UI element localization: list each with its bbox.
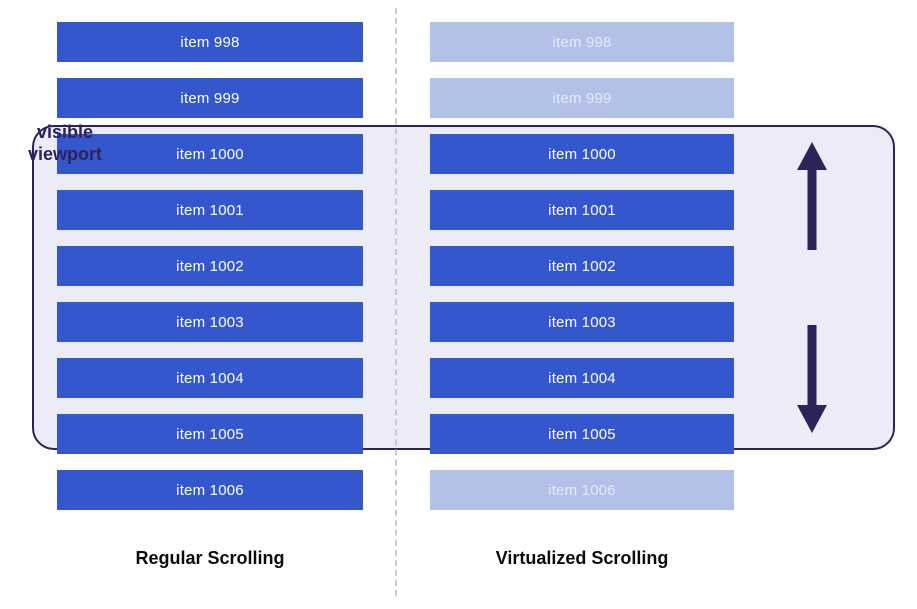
arrow-up-icon — [797, 142, 827, 250]
arrow-down-icon — [797, 325, 827, 433]
list-item[interactable]: item 1004 — [57, 358, 363, 398]
list-item[interactable]: item 1002 — [430, 246, 734, 286]
list-item[interactable]: item 998 — [57, 22, 363, 62]
virtualized-scrolling-caption: Virtualized Scrolling — [495, 548, 669, 568]
visible-viewport-label-line2: viewport — [27, 143, 102, 164]
list-item[interactable]: item 998 — [430, 22, 734, 62]
regular-scrolling-caption: Regular Scrolling — [135, 548, 285, 568]
list-item[interactable]: item 1002 — [57, 246, 363, 286]
list-item[interactable]: item 1001 — [57, 190, 363, 230]
list-item[interactable]: item 1000 — [57, 134, 363, 174]
list-item[interactable]: item 999 — [430, 78, 734, 118]
visible-viewport-label: visible viewport — [0, 122, 130, 166]
list-item[interactable]: item 1003 — [430, 302, 734, 342]
visible-viewport-label-line1: visible — [36, 122, 94, 142]
list-item[interactable]: item 1005 — [430, 414, 734, 454]
list-item[interactable]: item 999 — [57, 78, 363, 118]
list-item[interactable]: item 1003 — [57, 302, 363, 342]
list-item[interactable]: item 1004 — [430, 358, 734, 398]
list-item[interactable]: item 1000 — [430, 134, 734, 174]
list-item[interactable]: item 1006 — [57, 470, 363, 510]
list-item[interactable]: item 1006 — [430, 470, 734, 510]
column-divider — [395, 8, 397, 596]
list-item[interactable]: item 1005 — [57, 414, 363, 454]
viewport-double-arrow — [747, 130, 877, 445]
list-item[interactable]: item 1001 — [430, 190, 734, 230]
